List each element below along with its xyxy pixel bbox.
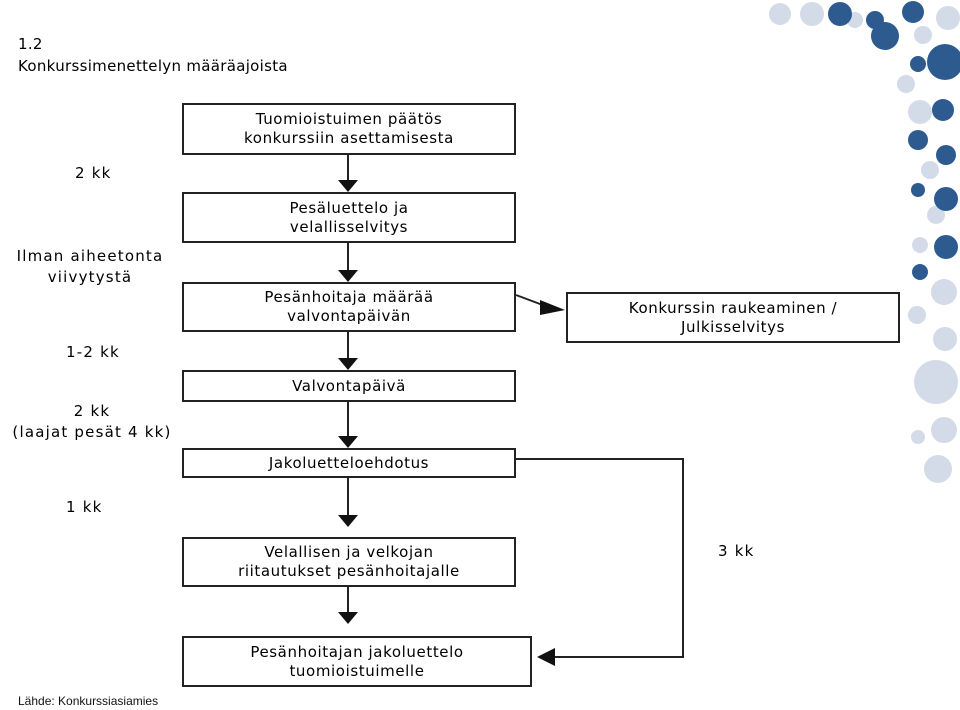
- arrowhead-right: [540, 300, 565, 315]
- box-bankruptcy-termination: Konkurssin raukeaminen / Julkisselvitys: [566, 292, 900, 343]
- box-supervision-day-text: Valvontapäivä: [292, 376, 406, 395]
- timing-label: 2 kk: [75, 164, 112, 182]
- box-supervision-day: Valvontapäivä: [182, 370, 516, 402]
- arrowhead-down: [338, 515, 358, 527]
- box-distribution-proposal-text: Jakoluetteloehdotus: [268, 453, 430, 472]
- arrowhead-down: [338, 436, 358, 448]
- box-administrator-sets-day-text: Pesänhoitaja määrää valvontapäivän: [264, 288, 434, 325]
- box-court-decision-text: Tuomioistuimen päätös konkurssiin asetta…: [244, 110, 454, 147]
- box-objections-text: Velallisen ja velkojan riitautukset pesä…: [238, 543, 460, 580]
- box-distribution-proposal: Jakoluetteloehdotus: [182, 448, 516, 478]
- timing-label: 2 kk (laajat pesät 4 kk): [12, 402, 172, 441]
- box-court-decision: Tuomioistuimen päätös konkurssiin asetta…: [182, 103, 516, 155]
- timing-label: Ilman aiheetonta viivytystä: [16, 247, 164, 286]
- arrowhead-down: [338, 612, 358, 624]
- arrowhead-left: [537, 648, 555, 666]
- page-title: Konkurssimenettelyn määräajoista: [18, 57, 288, 75]
- heading-number: 1.2: [18, 35, 43, 53]
- connector-line: [516, 458, 684, 658]
- arrowhead-down: [338, 358, 358, 370]
- arrowhead-down: [338, 270, 358, 282]
- box-objections: Velallisen ja velkojan riitautukset pesä…: [182, 537, 516, 587]
- box-estate-inventory: Pesäluettelo ja velallisselvitys: [182, 192, 516, 243]
- box-bankruptcy-termination-text: Konkurssin raukeaminen / Julkisselvitys: [628, 298, 838, 336]
- timing-label: 1-2 kk: [66, 343, 120, 361]
- timing-label: 3 kk: [718, 542, 755, 560]
- source-caption: Lähde: Konkurssiasiamies: [18, 694, 159, 708]
- box-final-distribution-list: Pesänhoitajan jakoluettelo tuomioistuime…: [182, 636, 532, 687]
- timing-label: 1 kk: [66, 498, 103, 516]
- box-estate-inventory-text: Pesäluettelo ja velallisselvitys: [289, 198, 409, 236]
- box-administrator-sets-day: Pesänhoitaja määrää valvontapäivän: [182, 282, 516, 332]
- arrowhead-down: [338, 180, 358, 192]
- box-final-distribution-list-text: Pesänhoitajan jakoluettelo tuomioistuime…: [250, 642, 464, 680]
